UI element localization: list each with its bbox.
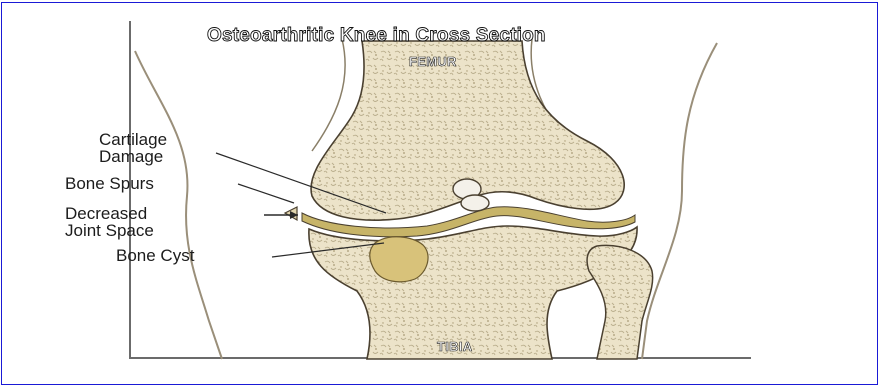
- callout-bone-cyst: Bone Cyst: [116, 247, 194, 264]
- right-leg-contour: [642, 43, 717, 359]
- bone-spur: [285, 207, 297, 220]
- callout-bone-spurs: Bone Spurs: [65, 175, 154, 192]
- callout-joint-line2: Joint Space: [65, 222, 154, 239]
- callout-cartilage-line2: Damage: [99, 148, 167, 165]
- tibia-bone: [309, 226, 637, 359]
- fibula-bone: [587, 245, 653, 359]
- meniscus-lower: [461, 195, 489, 211]
- callout-joint-line1: Decreased: [65, 205, 154, 222]
- knee-cross-section-drawing: [127, 21, 752, 361]
- femur-label: FEMUR: [409, 54, 457, 69]
- diagram-title: Osteoarthritic Knee in Cross Section: [207, 25, 727, 47]
- callout-cartilage-damage: Cartilage Damage: [99, 131, 167, 165]
- bone-cyst-region: [370, 237, 428, 282]
- figure-frame: Osteoarthritic Knee in Cross Section FEM…: [1, 2, 878, 385]
- knee-illustration: Osteoarthritic Knee in Cross Section FEM…: [127, 21, 752, 361]
- callout-cartilage-line1: Cartilage: [99, 131, 167, 148]
- callout-decreased-joint-space: Decreased Joint Space: [65, 205, 154, 239]
- tibia-label: TIBIA: [437, 339, 472, 354]
